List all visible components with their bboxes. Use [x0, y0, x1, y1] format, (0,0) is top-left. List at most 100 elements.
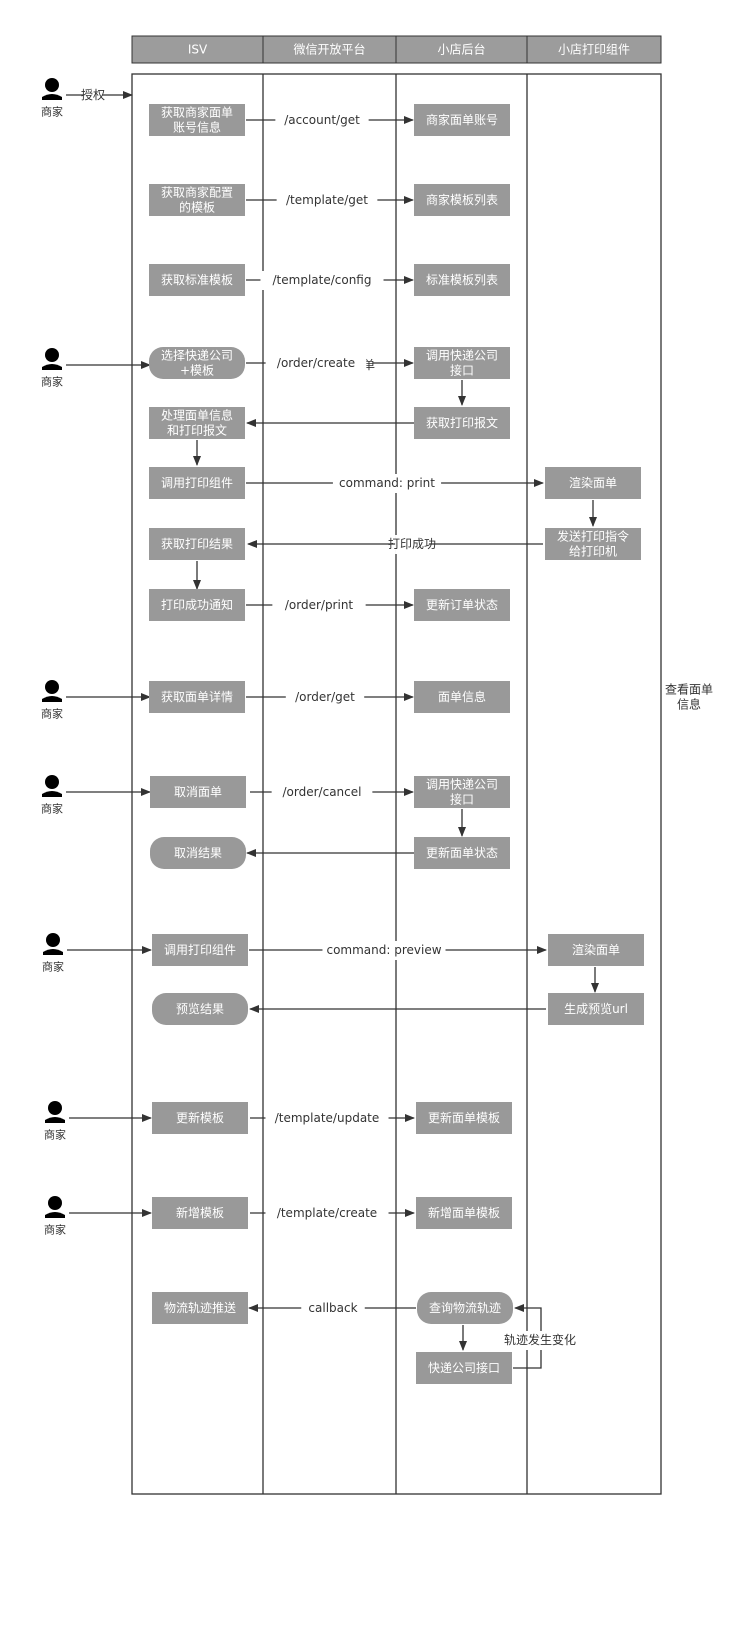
- process-node-19: 调用快递公司接口: [414, 776, 510, 808]
- process-node-25: 生成预览url: [548, 993, 644, 1025]
- process-label: 取消结果: [174, 846, 222, 860]
- process-box: [414, 681, 510, 713]
- process-box: [152, 934, 248, 966]
- trigger-label: 授权: [81, 87, 105, 102]
- process-node-22: 调用打印组件: [152, 934, 248, 966]
- process-node-21: 更新面单状态: [414, 837, 510, 869]
- user-icon: [45, 78, 59, 92]
- process-box: [149, 589, 245, 621]
- user-icon: [45, 348, 59, 362]
- process-box: [149, 264, 245, 296]
- process-node-29: 新增面单模板: [416, 1197, 512, 1229]
- process-label: 标准模板列表: [426, 273, 498, 287]
- lane-title-0: ISV: [188, 43, 208, 57]
- process-label: 面单信息: [438, 689, 486, 704]
- process-node-5: 标准模板列表: [414, 264, 510, 296]
- process-label: 预览结果: [176, 1001, 224, 1016]
- process-box: [152, 1292, 248, 1324]
- process-label: 更新面单状态: [426, 845, 498, 860]
- process-label: 获取面单详情: [161, 689, 233, 704]
- process-label: 获取商家配置的模板: [161, 185, 233, 215]
- process-box: [545, 467, 641, 499]
- process-label: 更新面单模板: [428, 1110, 500, 1125]
- actor-label: 商家: [41, 105, 63, 119]
- process-box: [152, 1197, 248, 1229]
- edge-label-4: command: print: [339, 476, 435, 490]
- process-label: 快递公司接口: [428, 1360, 500, 1375]
- merchant-actor-6: 商家: [44, 1196, 66, 1237]
- process-label: 获取标准模板: [161, 273, 233, 287]
- process-box: [414, 776, 510, 808]
- actor-label: 商家: [44, 1128, 66, 1142]
- process-label: 选择快递公司+模板: [161, 349, 233, 378]
- process-node-12: 获取打印结果: [149, 528, 245, 560]
- process-node-16: 获取面单详情: [149, 681, 245, 713]
- process-node-2: 获取商家配置的模板: [149, 184, 245, 216]
- process-box: [149, 528, 245, 560]
- process-node-31: 查询物流轨迹: [417, 1292, 513, 1324]
- process-node-27: 更新面单模板: [416, 1102, 512, 1134]
- trigger-label: 查看面单信息: [665, 683, 713, 712]
- process-node-10: 调用打印组件: [149, 467, 245, 499]
- process-label: 商家模板列表: [426, 192, 498, 207]
- process-label: 物流轨迹推送: [164, 1300, 236, 1315]
- merchant-actor-1: 商家: [41, 348, 63, 389]
- process-label: 渲染面单: [572, 942, 620, 957]
- process-label: 渲染面单: [569, 475, 617, 490]
- process-box: [416, 1102, 512, 1134]
- process-box: [149, 184, 245, 216]
- process-label: 新增面单模板: [428, 1205, 500, 1220]
- user-icon: [45, 775, 59, 789]
- process-box: [545, 528, 641, 560]
- edge-label-11: /template/create: [277, 1206, 377, 1220]
- process-node-11: 渲染面单: [545, 467, 641, 499]
- actor-label: 商家: [41, 802, 63, 816]
- lane-title-2: 小店后台: [437, 42, 485, 57]
- process-box: [417, 1292, 513, 1324]
- lane-header-1: [262, 35, 397, 64]
- user-icon: [48, 1101, 62, 1115]
- process-box: [416, 1352, 512, 1384]
- process-node-24: 预览结果: [152, 993, 248, 1025]
- edge-label-0: /account/get: [284, 113, 360, 127]
- process-box: [149, 681, 245, 713]
- process-label: 获取商家面单账号信息: [161, 105, 233, 135]
- process-box: [414, 347, 510, 379]
- edge-label-13: 轨迹发生变化: [504, 1332, 576, 1347]
- process-box: [548, 993, 644, 1025]
- edge-label-10: /template/update: [275, 1111, 380, 1125]
- lane-header-3: [526, 35, 662, 64]
- process-box: [152, 1102, 248, 1134]
- process-label: 查询物流轨迹: [429, 1301, 501, 1315]
- process-node-13: 发送打印指令给打印机: [545, 528, 641, 560]
- lane-title-1: 微信开放平台: [293, 42, 365, 57]
- actor-label: 商家: [42, 960, 64, 974]
- user-icon: [46, 933, 60, 947]
- process-label: 生成预览url: [564, 1001, 628, 1016]
- process-box: [149, 347, 245, 379]
- merchant-actor-5: 商家: [44, 1101, 66, 1142]
- lane-title-3: 小店打印组件: [558, 43, 630, 57]
- actor-label: 商家: [41, 707, 63, 721]
- process-node-20: 取消结果: [150, 837, 246, 869]
- process-box: [416, 1197, 512, 1229]
- actor-label: 商家: [41, 375, 63, 389]
- process-box: [414, 407, 510, 439]
- process-node-4: 获取标准模板: [149, 264, 245, 296]
- edge-label-6: /order/print: [285, 598, 354, 612]
- user-icon: [45, 680, 59, 694]
- process-node-6: 选择快递公司+模板: [149, 347, 245, 379]
- process-box: [548, 934, 644, 966]
- merchant-actor-0: 商家: [41, 78, 63, 119]
- process-box: [149, 407, 245, 439]
- process-label: 打印成功通知: [161, 598, 233, 612]
- process-box: [414, 837, 510, 869]
- process-label: 获取打印结果: [161, 537, 233, 551]
- process-node-32: 快递公司接口: [416, 1352, 512, 1384]
- process-label: 调用打印组件: [161, 476, 233, 490]
- process-node-0: 获取商家面单账号信息: [149, 104, 245, 136]
- process-node-3: 商家模板列表: [414, 184, 510, 216]
- process-box: [149, 104, 245, 136]
- process-node-17: 面单信息: [414, 681, 510, 713]
